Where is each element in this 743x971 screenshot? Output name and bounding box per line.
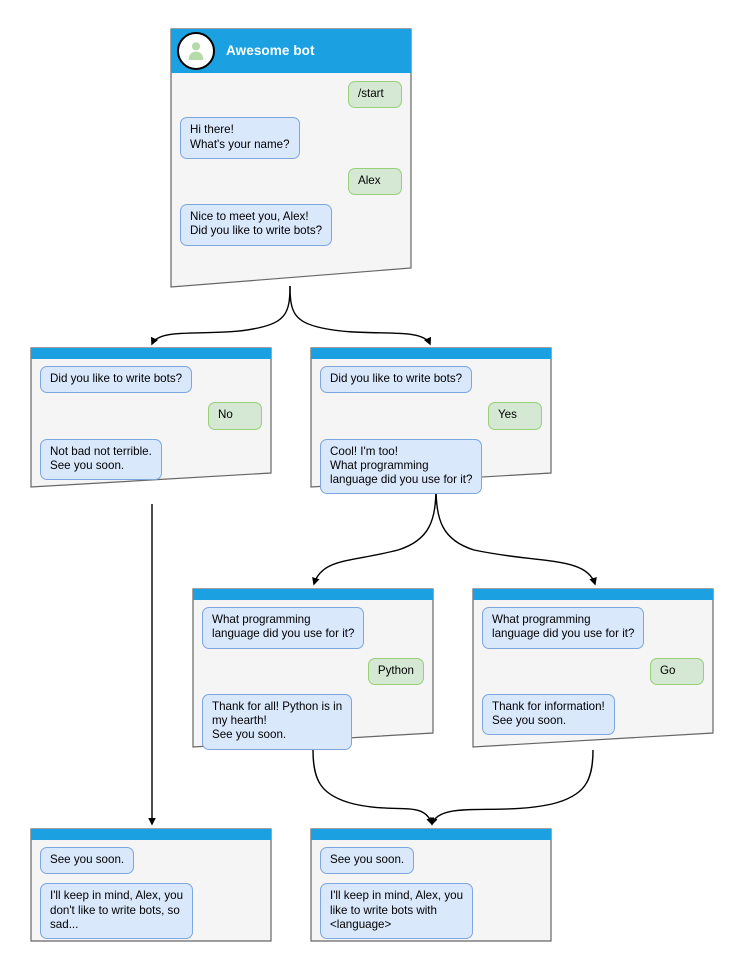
end-happy-node-content: See you soon. I'll keep in mind, Alex, y… (310, 828, 552, 948)
chat-row: Did you like to write bots? (40, 366, 262, 394)
chat-row: Alex (180, 167, 402, 196)
chat-row: What programming language did you use fo… (482, 607, 704, 649)
answer-go-node-chat: What programming language did you use fo… (472, 599, 714, 736)
bot-bubble[interactable]: Not bad not terrible. See you soon. (40, 438, 162, 481)
chat-row: Did you like to write bots? (320, 366, 542, 394)
chat-row: I'll keep in mind, Alex, you like to wri… (320, 883, 542, 940)
user-bubble[interactable]: Yes (488, 402, 542, 430)
chat-row: See you soon. (40, 847, 262, 875)
user-bubble[interactable]: Go (650, 657, 704, 685)
user-bubble[interactable]: No (208, 402, 262, 430)
chat-row: What programming language did you use fo… (202, 607, 424, 649)
chat-row: Go (482, 657, 704, 685)
edge-go-to-end-happy (430, 749, 594, 826)
start-node-titlebar: Awesome bot (170, 28, 412, 73)
start-node-chat: /start Hi there! What's your name? Alex … (170, 73, 412, 246)
chat-row: See you soon. (320, 847, 542, 875)
chat-row: I'll keep in mind, Alex, you don't like … (40, 883, 262, 940)
edge-start-to-yes (289, 285, 431, 346)
end-sad-node-titlebar (30, 828, 272, 839)
bot-bubble[interactable]: Did you like to write bots? (40, 366, 193, 394)
end-sad-node[interactable]: See you soon. I'll keep in mind, Alex, y… (30, 828, 272, 942)
answer-go-node-titlebar (472, 588, 714, 599)
bot-bubble[interactable]: I'll keep in mind, Alex, you like to wri… (320, 883, 474, 940)
start-node-title: Awesome bot (226, 43, 315, 58)
chat-row: Thank for all! Python is in my hearth! S… (202, 693, 424, 750)
answer-python-node-chat: What programming language did you use fo… (192, 599, 434, 750)
answer-python-node-content: What programming language did you use fo… (192, 588, 434, 759)
edge-start-to-no (151, 285, 291, 346)
bot-bubble[interactable]: Nice to meet you, Alex! Did you like to … (180, 204, 333, 246)
chat-row: /start (180, 81, 402, 109)
bot-bubble[interactable]: What programming language did you use fo… (482, 607, 645, 649)
user-bubble[interactable]: /start (348, 81, 402, 109)
chat-row: Python (202, 657, 424, 685)
answer-yes-node-content: Did you like to write bots? Yes Cool! I'… (310, 347, 552, 503)
edge-python-to-end-happy (312, 749, 434, 826)
end-sad-node-content: See you soon. I'll keep in mind, Alex, y… (30, 828, 272, 948)
end-happy-node[interactable]: See you soon. I'll keep in mind, Alex, y… (310, 828, 552, 942)
answer-go-node[interactable]: What programming language did you use fo… (472, 588, 714, 748)
end-sad-node-chat: See you soon. I'll keep in mind, Alex, y… (30, 839, 272, 940)
start-node[interactable]: Awesome bot /start Hi there! What's your… (170, 28, 412, 288)
bot-bubble[interactable]: Thank for all! Python is in my hearth! S… (202, 693, 353, 750)
answer-yes-node-chat: Did you like to write bots? Yes Cool! I'… (310, 358, 552, 495)
answer-python-node-titlebar (192, 588, 434, 599)
answer-go-node-content: What programming language did you use fo… (472, 588, 714, 744)
end-happy-node-titlebar (310, 828, 552, 839)
person-avatar-icon (177, 31, 215, 70)
user-bubble[interactable]: Alex (348, 167, 402, 196)
bot-bubble[interactable]: See you soon. (40, 847, 135, 875)
bot-bubble[interactable]: Hi there! What's your name? (180, 117, 300, 159)
chat-row: Nice to meet you, Alex! Did you like to … (180, 204, 402, 246)
start-node-content: Awesome bot /start Hi there! What's your… (170, 28, 412, 255)
bot-bubble[interactable]: What programming language did you use fo… (202, 607, 365, 649)
bot-bubble[interactable]: Thank for information! See you soon. (482, 693, 615, 736)
bot-bubble[interactable]: See you soon. (320, 847, 415, 875)
chat-row: Yes (320, 402, 542, 430)
answer-yes-node-titlebar (310, 347, 552, 358)
answer-no-node-chat: Did you like to write bots? No Not bad n… (30, 358, 272, 481)
bot-bubble[interactable]: I'll keep in mind, Alex, you don't like … (40, 883, 194, 940)
answer-no-node-titlebar (30, 347, 272, 358)
answer-no-node-content: Did you like to write bots? No Not bad n… (30, 347, 272, 489)
bot-bubble[interactable]: Cool! I'm too! What programming language… (320, 438, 483, 495)
answer-yes-node[interactable]: Did you like to write bots? Yes Cool! I'… (310, 347, 552, 495)
answer-no-node[interactable]: Did you like to write bots? No Not bad n… (30, 347, 272, 488)
chat-row: Thank for information! See you soon. (482, 693, 704, 736)
end-happy-node-chat: See you soon. I'll keep in mind, Alex, y… (310, 839, 552, 940)
chat-row: Hi there! What's your name? (180, 117, 402, 159)
user-bubble[interactable]: Python (367, 657, 424, 685)
chat-row: No (40, 402, 262, 430)
answer-python-node[interactable]: What programming language did you use fo… (192, 588, 434, 750)
bot-bubble[interactable]: Did you like to write bots? (320, 366, 473, 394)
chat-row: Not bad not terrible. See you soon. (40, 438, 262, 481)
chat-row: Cool! I'm too! What programming language… (320, 438, 542, 495)
